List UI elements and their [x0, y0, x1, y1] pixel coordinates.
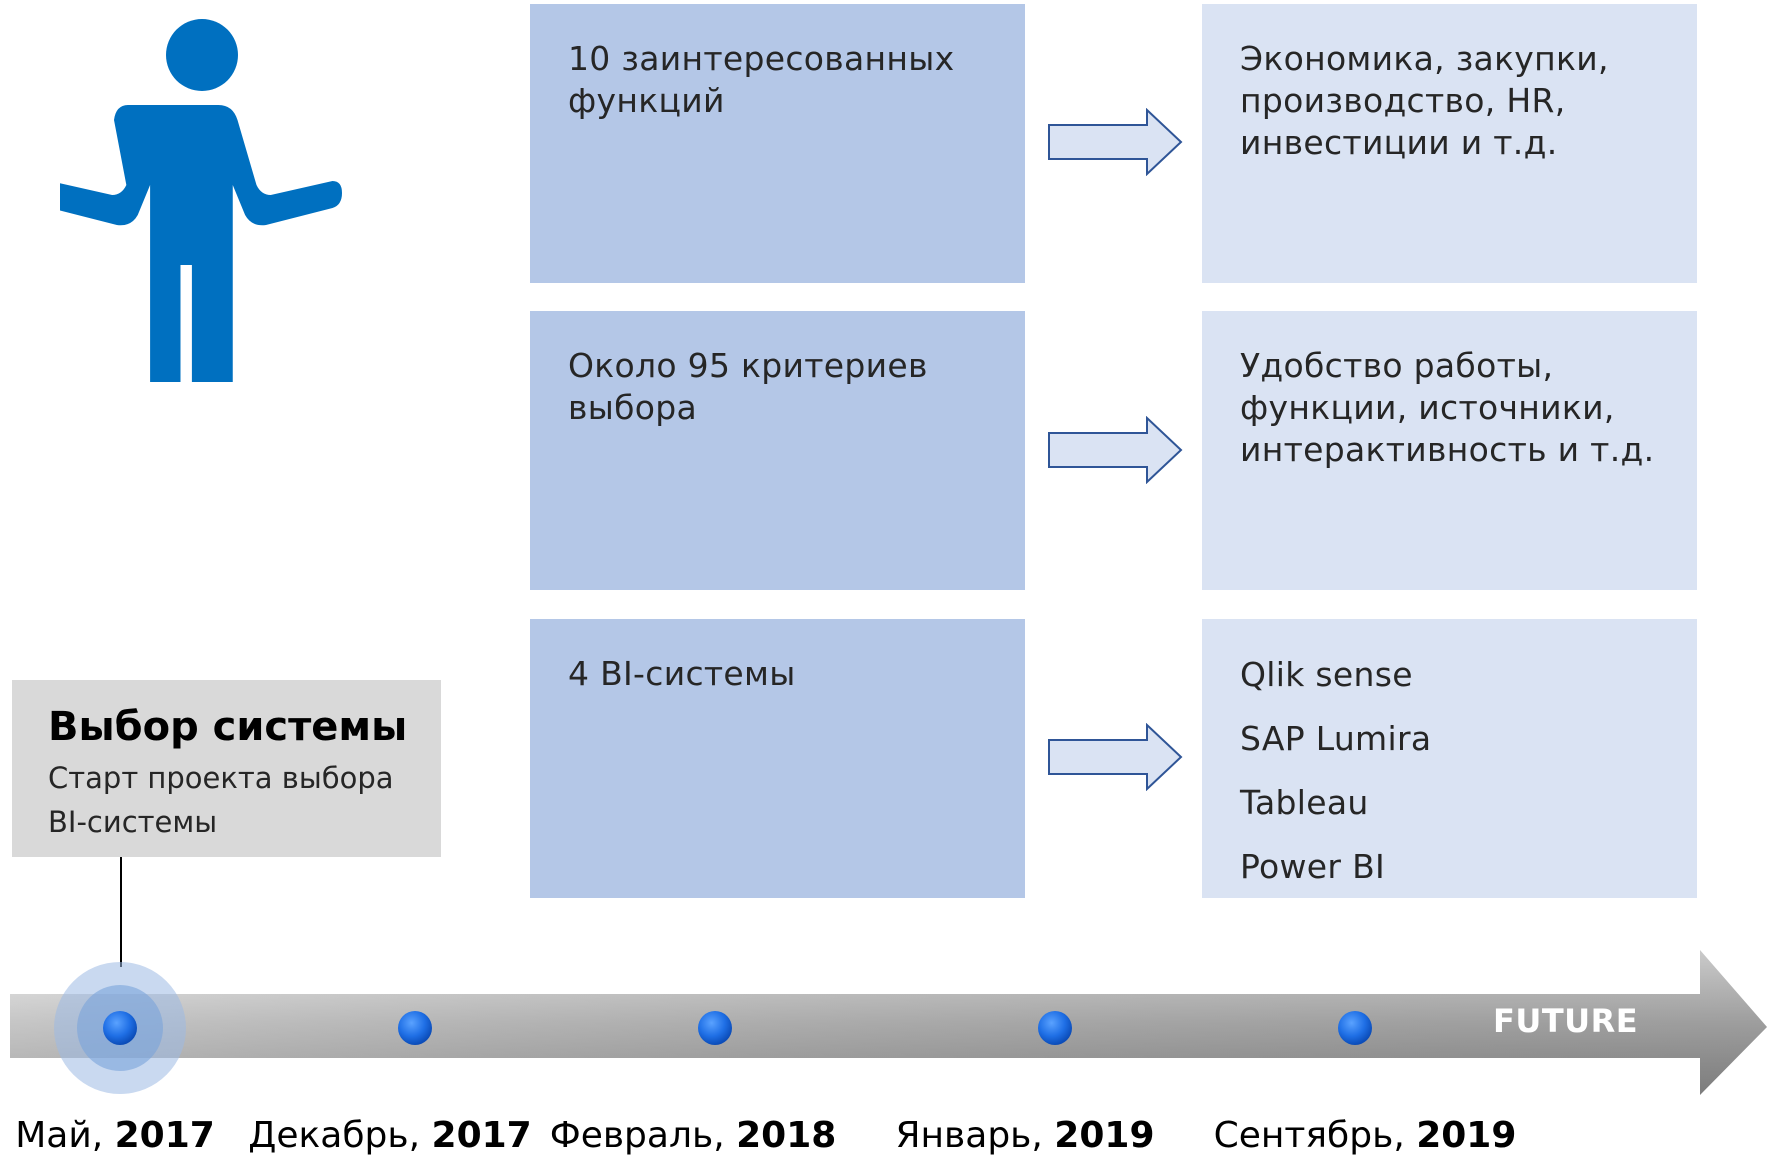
bi-systems-box: 4 BI-системы	[530, 619, 1025, 898]
milestone-dot[interactable]	[1338, 1011, 1372, 1045]
bi-system-item: Tableau	[1240, 783, 1369, 822]
box-text: Удобство работы,	[1240, 346, 1554, 385]
milestone-month: Февраль,	[549, 1115, 737, 1156]
functions-examples-box: Экономика, закупки, производство, HR, ин…	[1202, 4, 1697, 283]
bi-system-item: Qlik sense	[1240, 655, 1413, 694]
milestone-dot[interactable]	[398, 1011, 432, 1045]
bi-system-item: SAP Lumira	[1240, 719, 1432, 758]
milestone-dot[interactable]	[103, 1011, 137, 1045]
right-arrow-icon	[1048, 416, 1183, 484]
milestone-label: Декабрь, 2017	[248, 1115, 531, 1156]
box-text: Около 95 критериев	[568, 346, 928, 385]
milestone-dot[interactable]	[698, 1011, 732, 1045]
milestone-year: 2019	[1416, 1115, 1517, 1156]
milestone-year: 2018	[736, 1115, 837, 1156]
box-text: 4 BI-системы	[568, 654, 796, 693]
bi-systems-list-box: Qlik sense SAP Lumira Tableau Power BI	[1202, 619, 1697, 898]
milestone-label: Май, 2017	[15, 1115, 215, 1156]
box-text: инвестиции и т.д.	[1240, 123, 1558, 162]
criteria-examples-box: Удобство работы, функции, источники, инт…	[1202, 311, 1697, 590]
callout-connector	[120, 857, 122, 967]
timeline-arrow	[10, 950, 1767, 1095]
box-text: производство, HR,	[1240, 81, 1566, 120]
future-label: FUTURE	[1493, 1002, 1639, 1040]
bi-system-item: Power BI	[1240, 847, 1386, 886]
callout-text-line: BI-системы	[48, 805, 218, 839]
box-text: функции, источники,	[1240, 388, 1615, 427]
milestone-label: Январь, 2019	[896, 1115, 1155, 1156]
box-text: интерактивность и т.д.	[1240, 430, 1655, 469]
milestone-month: Январь,	[895, 1115, 1055, 1156]
criteria-box: Около 95 критериев выбора	[530, 311, 1025, 590]
box-text: функций	[568, 81, 725, 120]
milestone-year: 2017	[114, 1115, 215, 1156]
box-text: выбора	[568, 388, 698, 427]
interested-functions-box: 10 заинтересованных функций	[530, 4, 1025, 283]
milestone-dot[interactable]	[1038, 1011, 1072, 1045]
milestone-year: 2017	[431, 1115, 532, 1156]
milestone-month: Май,	[15, 1115, 115, 1156]
callout-text-line: Старт проекта выбора	[48, 761, 394, 795]
milestone-callout: Выбор системы Старт проекта выбора BI-си…	[12, 680, 441, 857]
callout-text: Старт проекта выбора BI-системы	[48, 756, 441, 844]
milestone-label: Сентябрь, 2019	[1214, 1115, 1517, 1156]
right-arrow-icon	[1048, 108, 1183, 176]
milestone-month: Сентябрь,	[1213, 1115, 1417, 1156]
milestone-label: Февраль, 2018	[550, 1115, 837, 1156]
milestone-month: Декабрь,	[248, 1115, 432, 1156]
box-text: 10 заинтересованных	[568, 39, 955, 78]
box-text: Экономика, закупки,	[1240, 39, 1609, 78]
callout-title: Выбор системы	[48, 704, 408, 750]
milestone-year: 2019	[1054, 1115, 1155, 1156]
person-shrug-icon	[60, 19, 343, 382]
right-arrow-icon	[1048, 723, 1183, 791]
